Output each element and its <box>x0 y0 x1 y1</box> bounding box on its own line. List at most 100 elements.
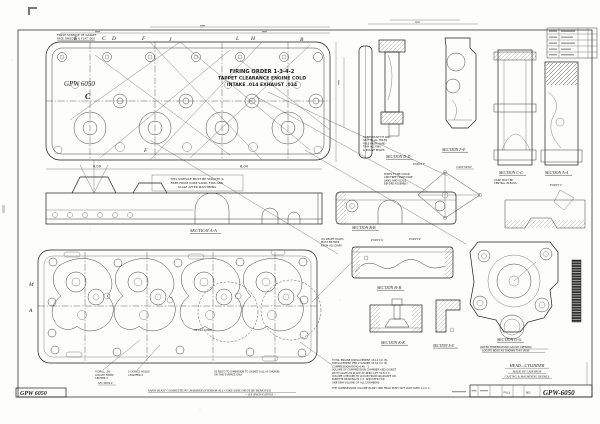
callout-letter-f2: F <box>143 148 148 154</box>
callout-letter-d: D <box>111 36 116 42</box>
callout-chamfer: CHAMFER 2 <box>128 373 144 377</box>
bb-note-3: SAND AND SCALE <box>384 178 407 182</box>
corner-fold-mark <box>28 7 37 15</box>
section-hh-view: OIL RELIEF HOLES MUST BE FREE FROM ALL C… <box>321 237 454 291</box>
section-bb-text: SECTION B-B <box>352 225 376 230</box>
gasket-note-line2: FACE SMOOTH & FLAT .005 <box>57 37 95 41</box>
plan-stud-holes <box>53 52 323 155</box>
plan-view: GPW 6050 FIRING ORDER 1-3-4-2 TAPPET CLE… <box>45 25 345 162</box>
point-y-detail: POINT Y CAST SPOT <box>412 162 482 220</box>
drawing-number: GPW-6050 <box>543 389 575 397</box>
spec-note-3: COMPRESSION RATIO 6.48 - 1 <box>332 364 369 368</box>
section-cc-text: SECTION C-C <box>499 170 523 175</box>
title-line1: HEAD—CYLINDER <box>509 363 545 368</box>
plan-leader-lines <box>69 41 331 161</box>
callout-letter-b: B <box>300 37 304 43</box>
plan-large-bores <box>73 111 305 145</box>
spec-note-7: BURETTE READING IN C.C. ADJUSTED FOR <box>332 377 385 381</box>
callout-letter-h: H <box>250 36 256 42</box>
dd-note-1: CORES MUST FIT AND <box>363 135 390 139</box>
callout-letter-a: A <box>28 308 33 314</box>
face-callouts: 4 DRILL .38 LOCATE FROM CENTER V 5 DOWEL… <box>95 339 280 380</box>
scale-value: FULL <box>504 391 511 395</box>
bottom-note-line1: SAND BLAST COMBUSTION CHAMBER INTERIOR A… <box>148 389 272 393</box>
firing-order-note: FIRING ORDER 1-3-4-2 TAPPET CLEARANCE EN… <box>218 69 306 88</box>
section-hh-text: SECTION H-H <box>377 285 402 290</box>
callout-drill: 4 DRILL .38 <box>95 370 110 374</box>
gg-caption-2: LOCATE BOSS AS SHOWN THIS VIEW <box>482 348 530 352</box>
section-kk-text: SECTION K-K <box>381 340 405 345</box>
point-y-label: POINT Y <box>412 162 426 166</box>
title-line2: MADE OF CAST IRON <box>512 369 543 373</box>
dim-604: 6.04 <box>240 165 249 169</box>
combustion-face-view: M A .44 DIA CORE 4 DRILL .38 LOCATE FROM… <box>28 249 322 380</box>
section-cc-view: SECTION C-C CORE MUST BE CENTRAL IN BOSS <box>493 49 537 185</box>
bb-note-2: AND FREE FROM CORE <box>384 175 413 179</box>
section-cc-label: SECTION C-C <box>499 170 526 176</box>
section-bb-label: SECTION B-B <box>352 225 379 231</box>
drawing-no-label: NO. <box>526 391 531 395</box>
title-line3: CASTING & MACHINING DETAILS <box>505 374 550 378</box>
bottom-left-block: GPW 6050 SECTION Z SAND BLAST COMBUSTION… <box>15 381 296 398</box>
intake-exhaust-line: INTAKE .014 EXHAUST .014 <box>227 82 297 88</box>
section-aa-right-label: SECTION A-A <box>545 170 572 176</box>
plan-letter-callouts: E C D F J L H B C F <box>73 36 304 154</box>
callout-gasket-note1: AS REQ'D TO DIMENSION TO GASKET (ALL AS … <box>214 371 280 374</box>
scan-speckles <box>11 59 581 411</box>
dd-note-3: FREE FROM SAND <box>363 141 385 145</box>
elevation-view: 6.09 6.04 THIS SURFACE MUST BE SMOOTH & … <box>45 160 323 234</box>
combustion-chambers <box>51 258 304 332</box>
section-kk-view: SECTION K-K <box>369 298 423 346</box>
callout-letter-c: C <box>102 36 106 42</box>
boxed-note-line1: THIS SURFACE MUST BE SMOOTH & <box>169 177 224 181</box>
point-x-label: POINT X <box>370 238 384 242</box>
section-ee-text: SECTION E-E <box>433 344 455 348</box>
dd-note-2: SEAT IN ALL HOLES <box>363 138 388 142</box>
callout-center: CENTER V <box>95 376 108 380</box>
section-kk-label: SECTION K-K <box>381 340 408 346</box>
section-hh-label: SECTION H-H <box>377 285 404 291</box>
cross-leaders <box>149 91 467 366</box>
surface-boxed-note: THIS SURFACE MUST BE SMOOTH & FREE FROM … <box>151 174 244 192</box>
plan-dimensions <box>60 25 345 162</box>
bb-note-4: BEFORE ASSEMBLY <box>384 182 408 186</box>
section-dd-text: SECTION D-D <box>386 154 410 159</box>
bb-note-1: PORTS TO BE CLEAN <box>384 172 410 176</box>
section-bb-note: PORTS TO BE CLEAN AND FREE FROM CORE SAN… <box>384 172 413 186</box>
spec-notes-block: TOTAL ENGINE DISPLACEMENT 134.2 CU. IN. … <box>332 358 431 390</box>
callout-gasket-note2: ON THIS SURFACE ONLY <box>214 374 243 377</box>
gasket-surface-note: FINISH SURFACE OF GASKET FACE SMOOTH & F… <box>57 33 97 41</box>
cast-spot-section <box>504 199 586 229</box>
section-gg-caption: WATER TEMPERATURE GAUGE OPENING LOCATE B… <box>480 345 548 353</box>
bottom-note-line2: — SEE SPECIFICATIONS — <box>244 394 277 397</box>
corner-part-number: GPW 6050 <box>20 391 47 397</box>
callout-letter-e: E <box>73 36 78 42</box>
revision-table <box>546 27 598 59</box>
cc-note-2: CENTRAL IN BOSS <box>494 181 517 185</box>
sheet-border <box>2 7 593 398</box>
cc-note-1: CORE MUST BE <box>494 178 513 182</box>
section-bb-view: PORTS TO BE CLEAN AND FREE FROM CORE SAN… <box>335 172 457 242</box>
callout-letter-c-big: C <box>85 92 91 101</box>
section-ee-view: SECTION E-E <box>433 299 461 349</box>
spec-note-9: THE COMPRESSION VOLUME IN ANY ONE HEAD M… <box>332 386 431 390</box>
section-aa-label: SECTION A-A <box>190 228 221 234</box>
section-z-label: SECTION Z <box>98 381 113 385</box>
spec-note-8: UNIFORM VOLUME OF ALL CHAMBERS <box>332 380 380 384</box>
tappet-clearance-line: TAPPET CLEARANCE ENGINE COLD <box>218 76 306 82</box>
section-dd-note: CORES MUST FIT AND SEAT IN ALL HOLES FRE… <box>363 135 390 152</box>
section-aa-right-view: SECTION A-A POINT T <box>540 61 583 211</box>
callout-letter-l: L <box>235 36 239 42</box>
section-gg-text: SECTION G-G <box>497 337 521 342</box>
boxed-note-line3: SCALE AFTER MACHINING <box>178 185 217 189</box>
gasket-note-line1: FINISH SURFACE OF GASKET <box>57 33 97 37</box>
face-bolt-holes <box>47 249 309 362</box>
section-dd-view: SECTION D-D CORES MUST FIT AND SEAT IN A… <box>363 39 413 160</box>
spec-note-5: WITH VALVES IN PLACE AT ZERO LIFT 51.8 C… <box>332 371 391 375</box>
section-ff-text: SECTION F-F <box>442 147 466 152</box>
callout-letter-f: F <box>141 36 146 42</box>
section-ff-label: SECTION F-F <box>442 147 468 153</box>
section-aa-right-text: SECTION A-A <box>545 170 569 175</box>
section-cc-note: CORE MUST BE CENTRAL IN BOSS <box>494 178 517 185</box>
